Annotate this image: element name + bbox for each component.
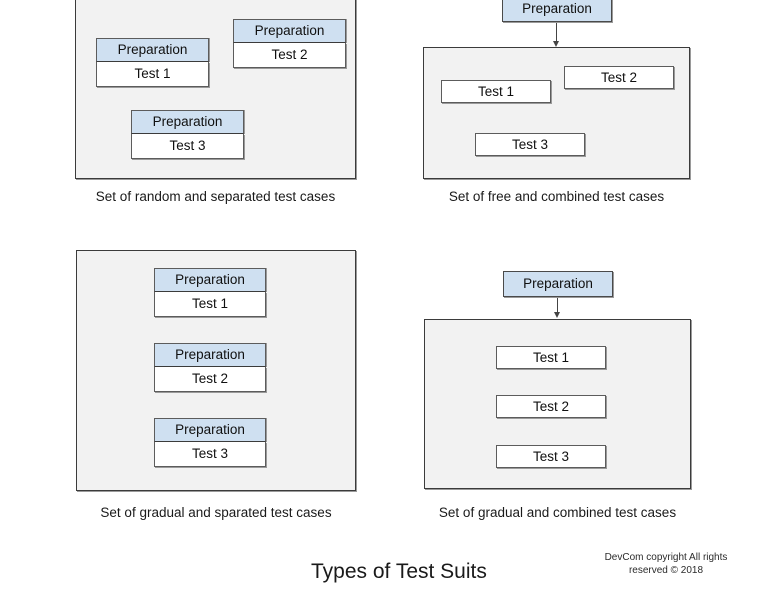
testbox-test3-gradual-combined[interactable]: Test 3 [496, 445, 606, 468]
card-test1-random-separated[interactable]: Preparation Test 1 [96, 38, 209, 87]
test-body: Test 2 [154, 367, 266, 392]
preparation-header: Preparation [154, 343, 266, 367]
testbox-test2-free-combined[interactable]: Test 2 [564, 66, 674, 89]
caption-random-separated: Set of random and separated test cases [95, 189, 336, 204]
diagram-title: Types of Test Suits [311, 560, 487, 583]
testbox-test1-gradual-combined[interactable]: Test 1 [496, 346, 606, 369]
arrow-line-free-combined [556, 23, 557, 42]
card-test3-random-separated[interactable]: Preparation Test 3 [131, 110, 244, 159]
arrow-head-gradual-combined [554, 312, 560, 318]
card-test2-random-separated[interactable]: Preparation Test 2 [233, 19, 346, 68]
card-test3-gradual-separated[interactable]: Preparation Test 3 [154, 418, 266, 467]
test-body: Test 3 [154, 442, 266, 467]
test-body: Test 1 [96, 62, 209, 87]
card-test2-gradual-separated[interactable]: Preparation Test 2 [154, 343, 266, 392]
copyright-notice: DevCom copyright All rights reserved © 2… [604, 552, 728, 576]
caption-gradual-combined: Set of gradual and combined test cases [438, 505, 677, 520]
preparation-header: Preparation [131, 110, 244, 134]
test-body: Test 1 [154, 292, 266, 317]
card-test1-gradual-separated[interactable]: Preparation Test 1 [154, 268, 266, 317]
arrow-head-free-combined [553, 41, 559, 47]
testbox-test1-free-combined[interactable]: Test 1 [441, 80, 551, 103]
testbox-test3-free-combined[interactable]: Test 3 [475, 133, 585, 156]
preparation-header: Preparation [154, 418, 266, 442]
preparation-box-gradual-combined[interactable]: Preparation [503, 271, 613, 297]
test-body: Test 3 [131, 134, 244, 159]
test-body: Test 2 [233, 43, 346, 68]
caption-free-combined: Set of free and combined test cases [448, 189, 665, 204]
preparation-box-free-combined[interactable]: Preparation [502, 0, 612, 22]
arrow-line-gradual-combined [557, 298, 558, 313]
preparation-header: Preparation [154, 268, 266, 292]
preparation-header: Preparation [96, 38, 209, 62]
testbox-test2-gradual-combined[interactable]: Test 2 [496, 395, 606, 418]
preparation-header: Preparation [233, 19, 346, 43]
caption-gradual-separated: Set of gradual and sparated test cases [100, 505, 332, 520]
